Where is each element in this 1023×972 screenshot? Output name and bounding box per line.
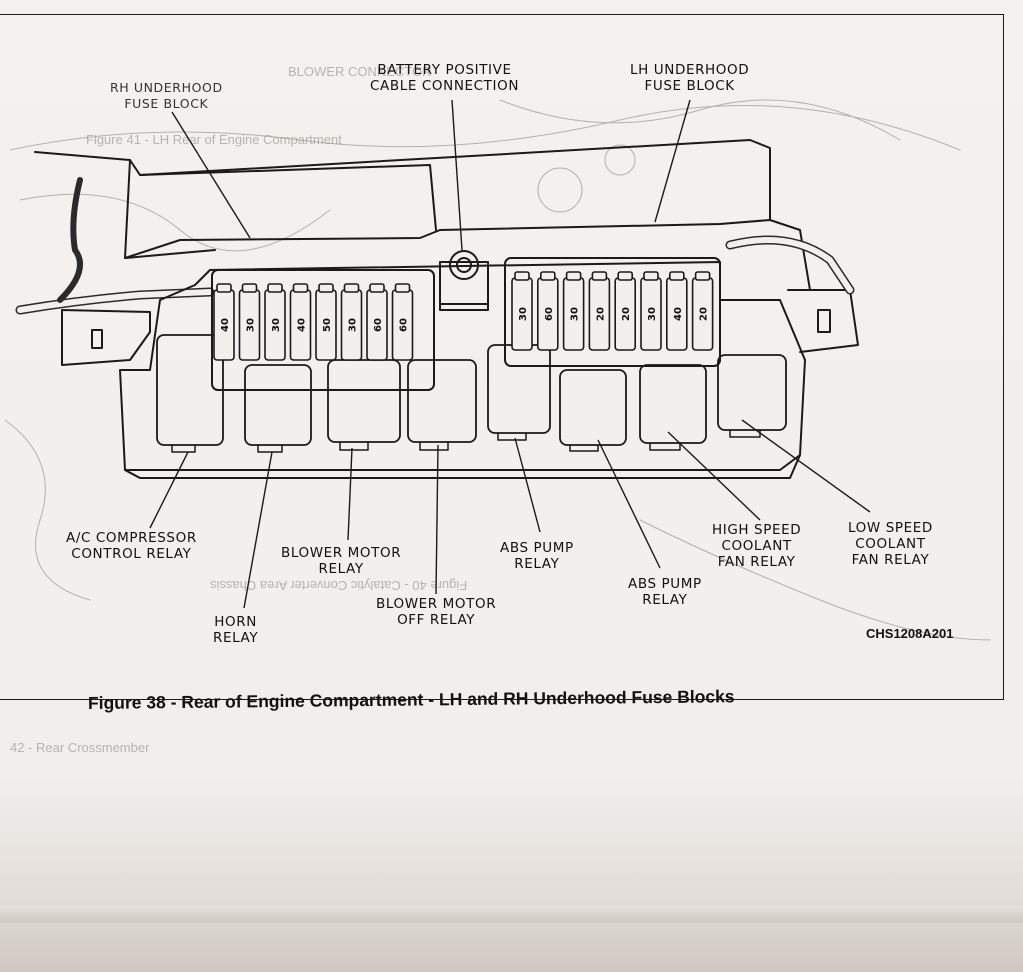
fuse-rating: 20 — [595, 307, 606, 321]
fuse-cap — [694, 271, 711, 281]
fuse-cap — [643, 271, 659, 281]
fuse-cap — [343, 283, 360, 293]
fuse-rating: 30 — [518, 307, 529, 321]
fuse-rating: 40 — [220, 318, 231, 332]
lh-fuse-row: 30 60 30 20 20 30 40 20 — [511, 271, 714, 351]
fuse-cap — [668, 271, 685, 281]
fuse-cap — [292, 283, 309, 293]
fuse-cap — [394, 283, 411, 293]
fuse-cap — [565, 271, 582, 281]
fuse-rating: 40 — [673, 307, 684, 321]
fuse-rating: 30 — [348, 318, 359, 332]
fuse-rating: 60 — [373, 318, 384, 332]
fuse-cap — [369, 283, 385, 293]
engine-background-sketch — [4, 99, 991, 641]
fuse-rating: 30 — [246, 318, 257, 332]
relay-row — [156, 334, 787, 446]
figure-frame — [0, 14, 1004, 700]
fuse-rating: 20 — [699, 307, 710, 321]
bleed-through-text: BLOWER CONNECTOR — [288, 64, 432, 79]
bleed-through-text: 42 - Rear Crossmember — [10, 740, 150, 755]
fuse-cap — [241, 283, 258, 293]
fuse-cap — [539, 271, 556, 281]
fuse-rating: 60 — [399, 318, 410, 332]
bleed-through-text: Figure 41 - LH Rear of Engine Compartmen… — [86, 132, 342, 147]
leader-lines — [149, 99, 871, 609]
fuse-rating: 30 — [570, 307, 581, 321]
fuse-cap — [216, 283, 232, 293]
fuse-cap — [318, 283, 334, 293]
rh-fuse-row: 40 30 30 40 50 30 60 60 — [213, 283, 414, 361]
drawing-code: CHS1208A201 — [866, 626, 954, 641]
fuse-cap — [617, 271, 634, 281]
fuse-rating: 30 — [647, 307, 658, 321]
fuse-rating: 40 — [297, 318, 308, 332]
fuse-rating: 20 — [621, 307, 632, 321]
fuse-cap — [514, 271, 530, 281]
fuse-rating: 50 — [322, 318, 333, 332]
fuse-cap — [267, 283, 283, 293]
fuse-rating: 30 — [271, 318, 282, 332]
fuse-rating: 60 — [544, 307, 555, 321]
fuse-cap — [591, 271, 608, 281]
page-fold — [0, 905, 1023, 923]
